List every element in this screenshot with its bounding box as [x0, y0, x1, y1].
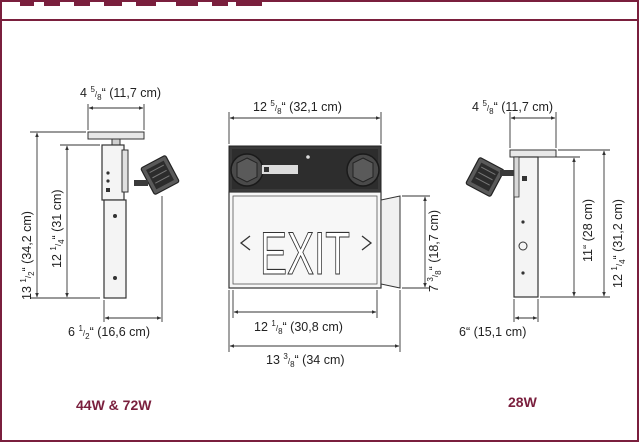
right-total-height: 12 1/4“ (31,2 cm) — [610, 199, 627, 288]
cropped-header-shapes — [20, 0, 262, 6]
right-dimension-lines — [509, 112, 610, 322]
right-bottom-width: 6“ (15,1 cm) — [459, 325, 526, 339]
exit-sign-text: EXIT — [260, 220, 350, 287]
center-inner-width: 12 1/8“ (30,8 cm) — [254, 319, 343, 336]
left-inner-height: 12 1/4“ (31 cm) — [49, 189, 66, 268]
left-fixture-side-view — [87, 131, 180, 299]
right-inner-height: 11“ (28 cm) — [581, 199, 595, 262]
center-dimension-lines — [228, 112, 430, 352]
right-caption: 28W — [508, 394, 538, 410]
center-depth: 7 3/8“ (18,7 cm) — [426, 210, 443, 292]
center-outer-width: 13 3/8“ (34 cm) — [266, 352, 345, 369]
left-top-width: 4 5/8“ (11,7 cm) — [80, 85, 161, 102]
left-bottom-width: 6 1/2“ (16,6 cm) — [68, 324, 150, 341]
center-exit-sign-front-view: EXIT — [228, 145, 401, 289]
right-fixture-side-view — [465, 149, 557, 298]
center-top-width: 12 5/8“ (32,1 cm) — [253, 99, 342, 116]
left-caption: 44W & 72W — [76, 397, 152, 413]
right-top-width: 4 5/8“ (11,7 cm) — [472, 99, 553, 116]
left-dimension-lines — [30, 104, 163, 322]
left-total-height: 13 1/2“ (34,2 cm) — [19, 211, 36, 300]
